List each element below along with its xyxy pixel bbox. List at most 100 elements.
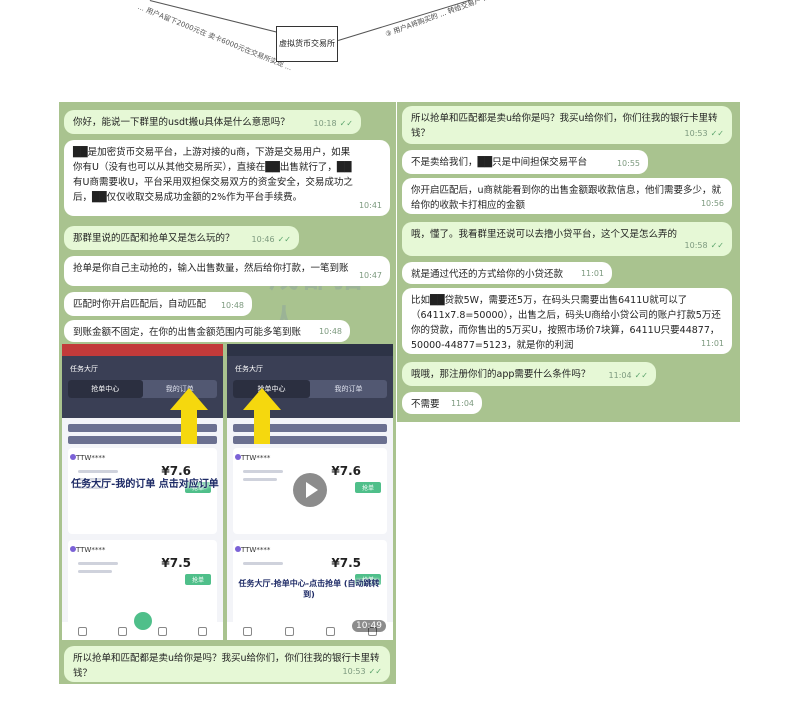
read-check-icon: ✓✓ [710, 241, 724, 250]
grab-button[interactable]: 抢单 [185, 482, 211, 493]
read-check-icon: ✓✓ [339, 119, 353, 128]
order-card: TTW**** ¥7.5 抢单 [68, 540, 217, 626]
message-bubble: 哦，懂了。我看群里还说可以去撸小贷平台，这个又是怎么弄的 10:58✓✓ [402, 222, 732, 256]
bottom-nav [227, 622, 393, 640]
order-detail-line [243, 562, 283, 565]
info-row [233, 436, 387, 444]
order-user: TTW**** [76, 546, 106, 554]
message-time: 10:48 [318, 327, 342, 336]
orders-icon[interactable] [284, 626, 294, 636]
order-card: TTW**** ¥7.5 抢单 [233, 540, 387, 626]
exchange-box: 虚拟货币交易所 [276, 26, 338, 62]
info-row [68, 436, 217, 444]
grab-button[interactable]: 抢单 [355, 574, 381, 585]
message-text: 你开启匹配后，u商就能看到你的出售金额跟收款信息，他们需要多少，就给你的收款卡打… [411, 185, 722, 211]
message-bubble: 所以抢单和匹配都是卖u给你是吗？我买u给你们，你们往我的银行卡里转钱？ 10:5… [64, 646, 390, 682]
tab-grab-center[interactable]: 抢单中心 [233, 380, 310, 398]
message-bubble: 匹配时你开启匹配后，自动匹配 10:48 [64, 292, 252, 316]
message-text: 匹配时你开启匹配后，自动匹配 [73, 299, 207, 310]
read-check-icon: ✓✓ [277, 235, 291, 244]
arrow-up-icon [170, 388, 208, 444]
avatar [70, 546, 76, 552]
profile-icon[interactable] [367, 626, 377, 636]
diagram-label-left: ... 用户A留下2000元在 卖卡6000元在交易所实现 ... [136, 2, 294, 73]
order-card: TTW**** ¥7.6 抢单 [68, 448, 217, 534]
message-bubble: 所以抢单和匹配都是卖u给你是吗？我买u给你们，你们往我的银行卡里转钱？ 10:5… [402, 106, 732, 144]
message-bubble: 不是卖给我们，██只是中间担保交易平台 10:55 [402, 150, 648, 174]
home-icon[interactable] [77, 626, 87, 636]
message-time: 11:01 [700, 339, 724, 348]
message-time: 10:48 [220, 301, 244, 310]
info-row [68, 424, 217, 432]
tab-grab-center[interactable]: 抢单中心 [68, 380, 143, 398]
tab-bar: 抢单中心 我的订单 [68, 380, 217, 398]
message-text: 哦哦，那注册你们的app需要什么条件吗？ [411, 369, 591, 380]
play-icon[interactable] [293, 473, 327, 507]
video-frame-right[interactable]: 任务大厅 抢单中心 我的订单 TTW**** ¥7.6 抢单 TTW**** ¥… [227, 344, 393, 640]
tab-my-orders[interactable]: 我的订单 [165, 385, 194, 393]
order-user: TTW**** [241, 546, 271, 554]
message-bubble: 那群里说的匹配和抢单又是怎么玩的？ 10:46✓✓ [64, 226, 299, 250]
message-bubble: ██是加密货币交易平台，上游对接的u商，下游是交易用户，如果你有U（没有也可以从… [64, 140, 390, 216]
message-bubble: 你好，能说一下群里的usdt搬u具体是什么意思吗？ 10:18✓✓ [64, 110, 361, 134]
message-text: 不是卖给我们，██只是中间担保交易平台 [411, 157, 588, 168]
grab-button[interactable]: 抢单 [185, 574, 211, 585]
read-check-icon: ✓✓ [710, 129, 724, 138]
message-bubble: 到账金额不固定，在你的出售金额范围内可能多笔到账 10:48 [64, 320, 350, 342]
message-text: 哦，懂了。我看群里还说可以去撸小贷平台，这个又是怎么弄的 [411, 229, 678, 240]
message-time: 10:53✓✓ [342, 667, 382, 676]
video-frame-left[interactable]: 任务大厅 抢单中心 我的订单 TTW**** ¥7.6 抢单 TTW**** ¥… [62, 344, 223, 640]
profile-icon[interactable] [198, 626, 208, 636]
avatar [235, 546, 241, 552]
message-text: 那群里说的匹配和抢单又是怎么玩的？ [73, 233, 235, 244]
message-time: 11:04✓✓ [608, 371, 648, 380]
order-price: ¥7.6 [331, 464, 361, 478]
status-bar [62, 344, 223, 356]
info-row [233, 424, 387, 432]
message-time: 11:04 [450, 399, 474, 408]
screen-title: 任务大厅 [70, 365, 98, 373]
message-time: 10:46✓✓ [251, 235, 291, 244]
order-detail-line [243, 470, 283, 473]
message-bubble: 抢单是你自己主动抢的，输入出售数量，然后给你打款，一笔到账 10:47 [64, 256, 390, 286]
video-duration: 10:49 [352, 620, 386, 632]
video-caption-right: 任务大厅-抢单中心-点击抢单 (自动跳转到) [238, 579, 380, 599]
message-time: 10:18✓✓ [313, 119, 353, 128]
avatar [70, 454, 76, 460]
message-text: 所以抢单和匹配都是卖u给你是吗？我买u给你们，你们往我的银行卡里转钱？ [73, 653, 380, 679]
home-icon[interactable] [243, 626, 253, 636]
wallet-icon[interactable] [158, 626, 168, 636]
orders-icon[interactable] [117, 626, 127, 636]
order-price: ¥7.6 [161, 464, 191, 478]
message-text: 不需要 [411, 399, 440, 410]
diagram-label-right: ③ 用户A将购买的 ... 转给交易户 ... [384, 0, 491, 39]
order-detail-line [243, 478, 277, 481]
message-time: 10:47 [358, 271, 382, 280]
tab-my-orders[interactable]: 我的订单 [334, 385, 363, 393]
message-text: 所以抢单和匹配都是卖u给你是吗？我买u给你们，你们往我的银行卡里转钱？ [411, 113, 718, 139]
grab-button[interactable]: 抢单 [355, 482, 381, 493]
message-bubble: 哦哦，那注册你们的app需要什么条件吗？ 11:04✓✓ [402, 362, 656, 386]
message-text: 抢单是你自己主动抢的，输入出售数量，然后给你打款，一笔到账 [73, 263, 349, 274]
flow-diagram: ... 用户A留下2000元在 卖卡6000元在交易所实现 ... ③ 用户A将… [0, 0, 797, 90]
order-user: TTW**** [241, 454, 271, 462]
message-time: 10:56 [700, 199, 724, 208]
message-bubble: 你开启匹配后，u商就能看到你的出售金额跟收款信息，他们需要多少，就给你的收款卡打… [402, 178, 732, 214]
bottom-nav [62, 622, 223, 640]
video-caption-left: 任务大厅-我的订单 点击对应订单 [71, 479, 219, 490]
order-detail-line [78, 478, 112, 481]
order-detail-line [78, 486, 106, 489]
message-time: 10:41 [358, 201, 382, 210]
order-user: TTW**** [76, 454, 106, 462]
message-time: 10:55 [616, 159, 640, 168]
message-text: 就是通过代还的方式给你的小贷还款 [411, 269, 564, 280]
message-text: 比如██贷款5W，需要还5万，在码头只需要出售6411U就可以了（6411x7.… [411, 295, 721, 351]
tab-bar: 抢单中心 我的订单 [233, 380, 387, 398]
message-bubble: 就是通过代还的方式给你的小贷还款 11:01 [402, 262, 612, 284]
read-check-icon: ✓✓ [634, 371, 648, 380]
wallet-icon[interactable] [326, 626, 336, 636]
center-action-button[interactable] [134, 612, 152, 630]
message-text: 你好，能说一下群里的usdt搬u具体是什么意思吗？ [73, 117, 290, 128]
message-time: 10:58✓✓ [684, 241, 724, 250]
message-time: 10:53✓✓ [684, 129, 724, 138]
